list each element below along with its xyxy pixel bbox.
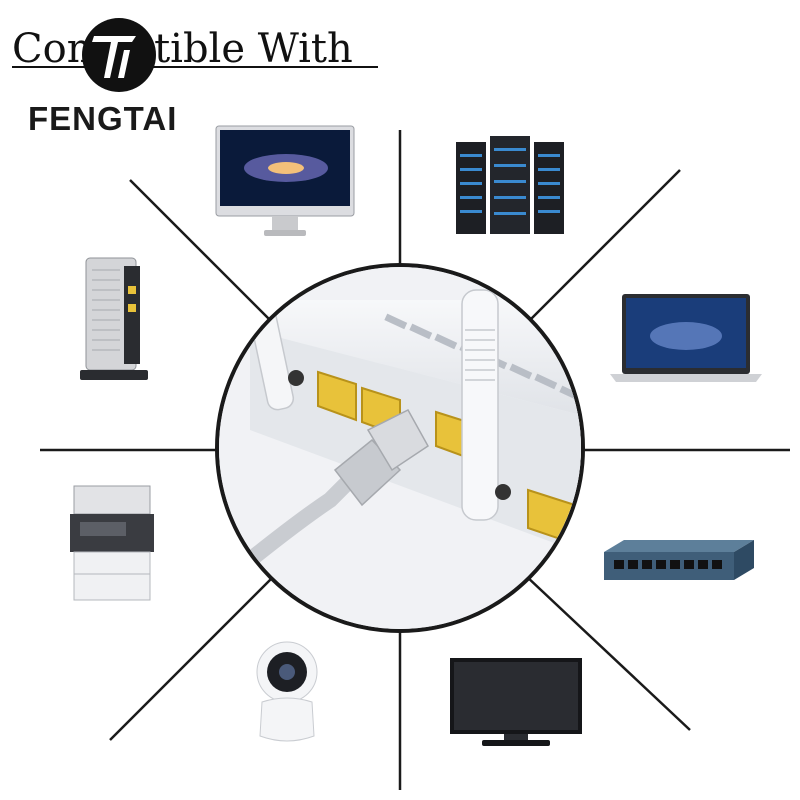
camera-icon <box>256 641 318 742</box>
modem-icon <box>80 257 148 380</box>
brand-name: FENGTAI <box>28 100 178 137</box>
tv-icon <box>450 658 582 746</box>
printer-icon <box>70 485 154 601</box>
spoke-bottom-left <box>109 574 276 741</box>
laptop-icon <box>610 294 762 382</box>
monitor-icon <box>215 125 355 236</box>
heading-underline <box>12 66 378 68</box>
spoke-top-left <box>129 179 281 331</box>
compatible-with-heading: Compatible With <box>12 26 353 72</box>
server-icon <box>456 136 564 234</box>
fengtai-logo-icon <box>82 18 156 92</box>
spoke-bottom-right <box>524 574 691 731</box>
spoke-top-right <box>524 169 681 326</box>
switch-icon <box>604 540 754 580</box>
